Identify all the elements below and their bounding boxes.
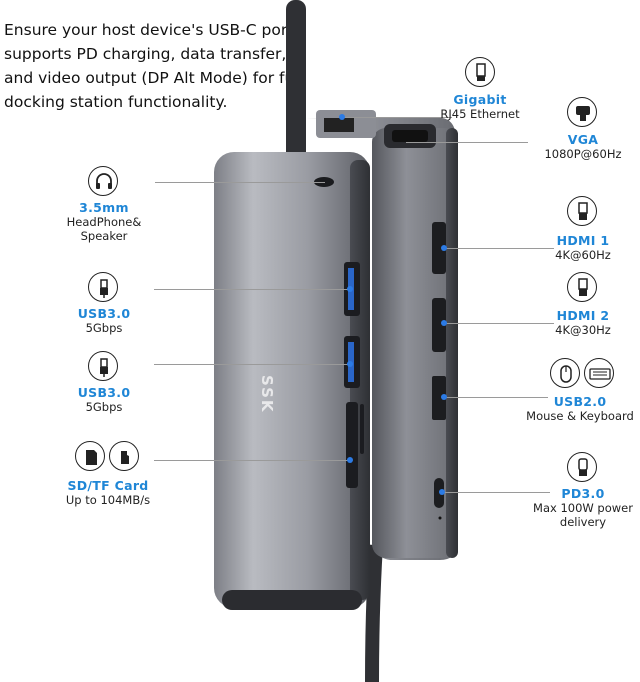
port-subtitle: 4K@30Hz [555,323,611,337]
port-subtitle: Max 100W power delivery [533,501,633,529]
marker-dot [339,114,345,120]
port-subtitle: 5Gbps [85,400,123,414]
marker-dot [347,361,353,367]
port-label-usb2-0: USB2.0 Mouse & Keyboard [522,394,638,423]
port-label-vga: VGA 1080P@60Hz [538,132,628,161]
leader-line [406,142,528,143]
port-label-3-5mm: 3.5mm HeadPhone& Speaker [60,200,148,243]
leader-line [444,397,548,398]
marker-dot [441,320,447,326]
port-subtitle: 1080P@60Hz [544,147,622,161]
usb-c-plug-icon [567,452,597,482]
leader-line [444,323,554,324]
hdmi-plug-icon [567,272,597,302]
sd-card-icon [75,441,105,471]
port-label-usb3-0-first: USB3.0 5Gbps [66,306,142,335]
port-label-hdmi-2: HDMI 2 4K@30Hz [545,308,621,337]
port-label-usb3-0-second: USB3.0 5Gbps [66,385,142,414]
mouse-icon [550,358,580,388]
usb-plug-icon [88,351,118,381]
port-subtitle: Up to 104MB/s [65,493,151,507]
marker-dot [441,245,447,251]
leader-line [342,117,452,118]
port-subtitle: 4K@60Hz [555,248,611,262]
ethernet-plug-icon [465,57,495,87]
keyboard-icon [584,358,614,388]
port-label-pd3-0: PD3.0 Max 100W power delivery [530,486,636,529]
marker-dot [439,489,445,495]
port-label-sd-tf-card: SD/TF Card Up to 104MB/s [52,478,164,507]
usb-plug-icon [88,272,118,302]
hdmi-plug-icon [567,196,597,226]
port-label-gigabit: Gigabit RJ45 Ethernet [430,92,530,121]
port-title: HDMI 1 [556,233,610,248]
leader-line [154,289,350,290]
port-title: USB3.0 [77,306,131,321]
brand-logo: SSK [258,375,276,414]
leader-line [442,492,550,493]
port-title: HDMI 2 [556,308,610,323]
leader-line [155,182,325,183]
marker-dot [441,394,447,400]
marker-dot [347,457,353,463]
port-title: USB3.0 [77,385,131,400]
leader-line [444,248,554,249]
port-subtitle: RJ45 Ethernet [440,107,520,121]
port-title: 3.5mm [79,200,129,215]
port-title: USB2.0 [553,394,607,409]
marker-dot [347,286,353,292]
tf-card-icon [109,441,139,471]
port-title: Gigabit [453,92,507,107]
port-subtitle: Mouse & Keyboard [526,409,634,423]
leader-line [154,364,350,365]
intro-text: Ensure your host device's USB-C port sup… [4,21,303,111]
port-title: SD/TF Card [67,478,149,493]
port-title: PD3.0 [561,486,605,501]
port-subtitle: HeadPhone& Speaker [66,215,142,243]
vga-plug-icon [567,97,597,127]
port-label-hdmi-1: HDMI 1 4K@60Hz [545,233,621,262]
headphones-icon [88,166,118,196]
leader-line [154,460,350,461]
port-subtitle: 5Gbps [85,321,123,335]
port-title: VGA [567,132,599,147]
